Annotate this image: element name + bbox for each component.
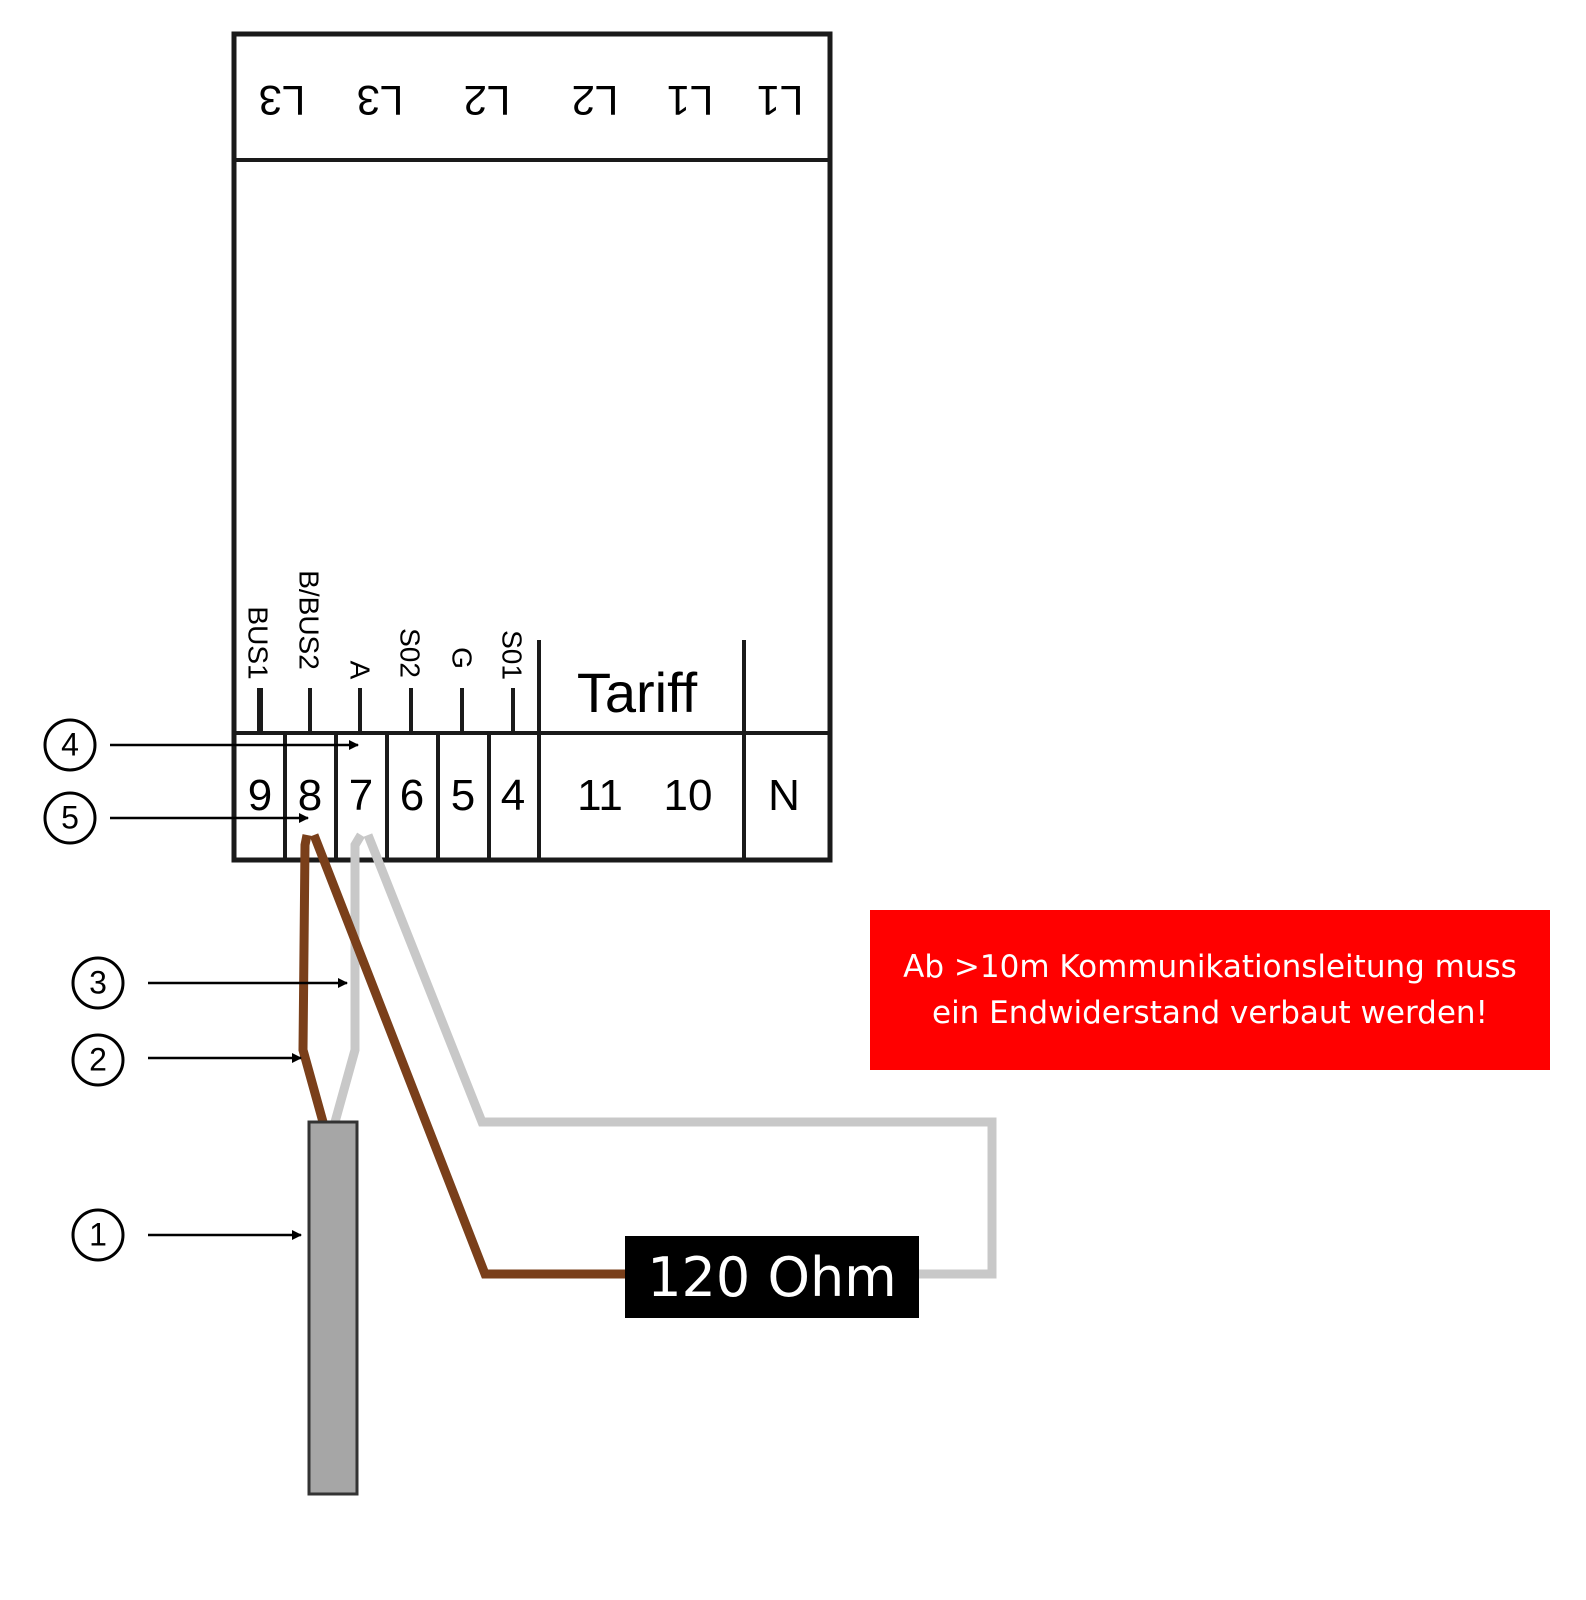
terminal-numbers: 9 8 7 6 5 4 11 10 N <box>248 771 800 820</box>
terminal-number: N <box>768 771 800 820</box>
terminal-number: 8 <box>298 771 322 820</box>
signal-label-a: A <box>345 661 376 680</box>
callout-1: 1 <box>71 1208 302 1262</box>
warning-box: Ab >10m Kommunikationsleitung muss ein E… <box>870 910 1550 1070</box>
callout-3: 3 <box>71 956 348 1010</box>
signal-label-g: G <box>447 647 478 669</box>
callouts: 4 5 3 2 1 <box>43 718 359 1262</box>
resistor-label: 120 Ohm <box>647 1245 897 1309</box>
brown-wire-to-resistor <box>309 833 625 1279</box>
signal-label-b-bus2: B/BUS2 <box>294 570 325 670</box>
tariff-label: Tariff <box>577 661 698 724</box>
resistor-box: 120 Ohm <box>625 1236 919 1318</box>
grey-wire-to-cable <box>330 832 365 1124</box>
top-terminal-labels: L1 L1 L2 L2 L3 L3 <box>259 77 804 124</box>
callout-5: 5 <box>43 791 309 845</box>
callout-number: 5 <box>61 799 79 835</box>
top-terminal-label: L3 <box>259 77 306 124</box>
terminal-number: 11 <box>577 771 623 820</box>
callout-number: 2 <box>89 1041 107 1077</box>
callout-number: 1 <box>89 1216 107 1252</box>
terminal-number: 5 <box>451 771 475 820</box>
terminal-number: 7 <box>349 771 373 820</box>
callout-number: 4 <box>61 726 79 762</box>
top-terminal-label: L3 <box>357 77 404 124</box>
terminal-number: 9 <box>248 771 272 820</box>
signal-label-s01: S01 <box>497 630 528 680</box>
callout-4: 4 <box>43 718 359 772</box>
pin-stubs <box>257 688 515 733</box>
meter-housing <box>231 31 833 863</box>
top-terminal-label: L1 <box>667 77 714 124</box>
top-terminal-label: L2 <box>572 77 619 124</box>
wires <box>298 832 997 1279</box>
bottom-terminal-block <box>234 640 830 860</box>
callout-2: 2 <box>71 1033 302 1087</box>
signal-label-bus1: BUS1 <box>243 606 274 679</box>
terminal-number: 4 <box>501 771 525 820</box>
terminal-number: 10 <box>664 771 713 820</box>
warning-line-1: Ab >10m Kommunikationsleitung muss <box>903 949 1517 985</box>
cable <box>307 1120 359 1496</box>
top-terminal-label: L1 <box>757 77 804 124</box>
top-terminal-label: L2 <box>464 77 511 124</box>
warning-line-2: ein Endwiderstand verbaut werden! <box>932 995 1488 1031</box>
grey-wire-to-resistor <box>363 833 997 1279</box>
brown-wire-to-cable <box>298 834 328 1124</box>
signal-labels: BUS1 B/BUS2 A S02 G S01 Tariff <box>243 570 698 724</box>
signal-label-s02: S02 <box>395 628 426 678</box>
callout-number: 3 <box>89 964 107 1000</box>
terminal-number: 6 <box>400 771 424 820</box>
